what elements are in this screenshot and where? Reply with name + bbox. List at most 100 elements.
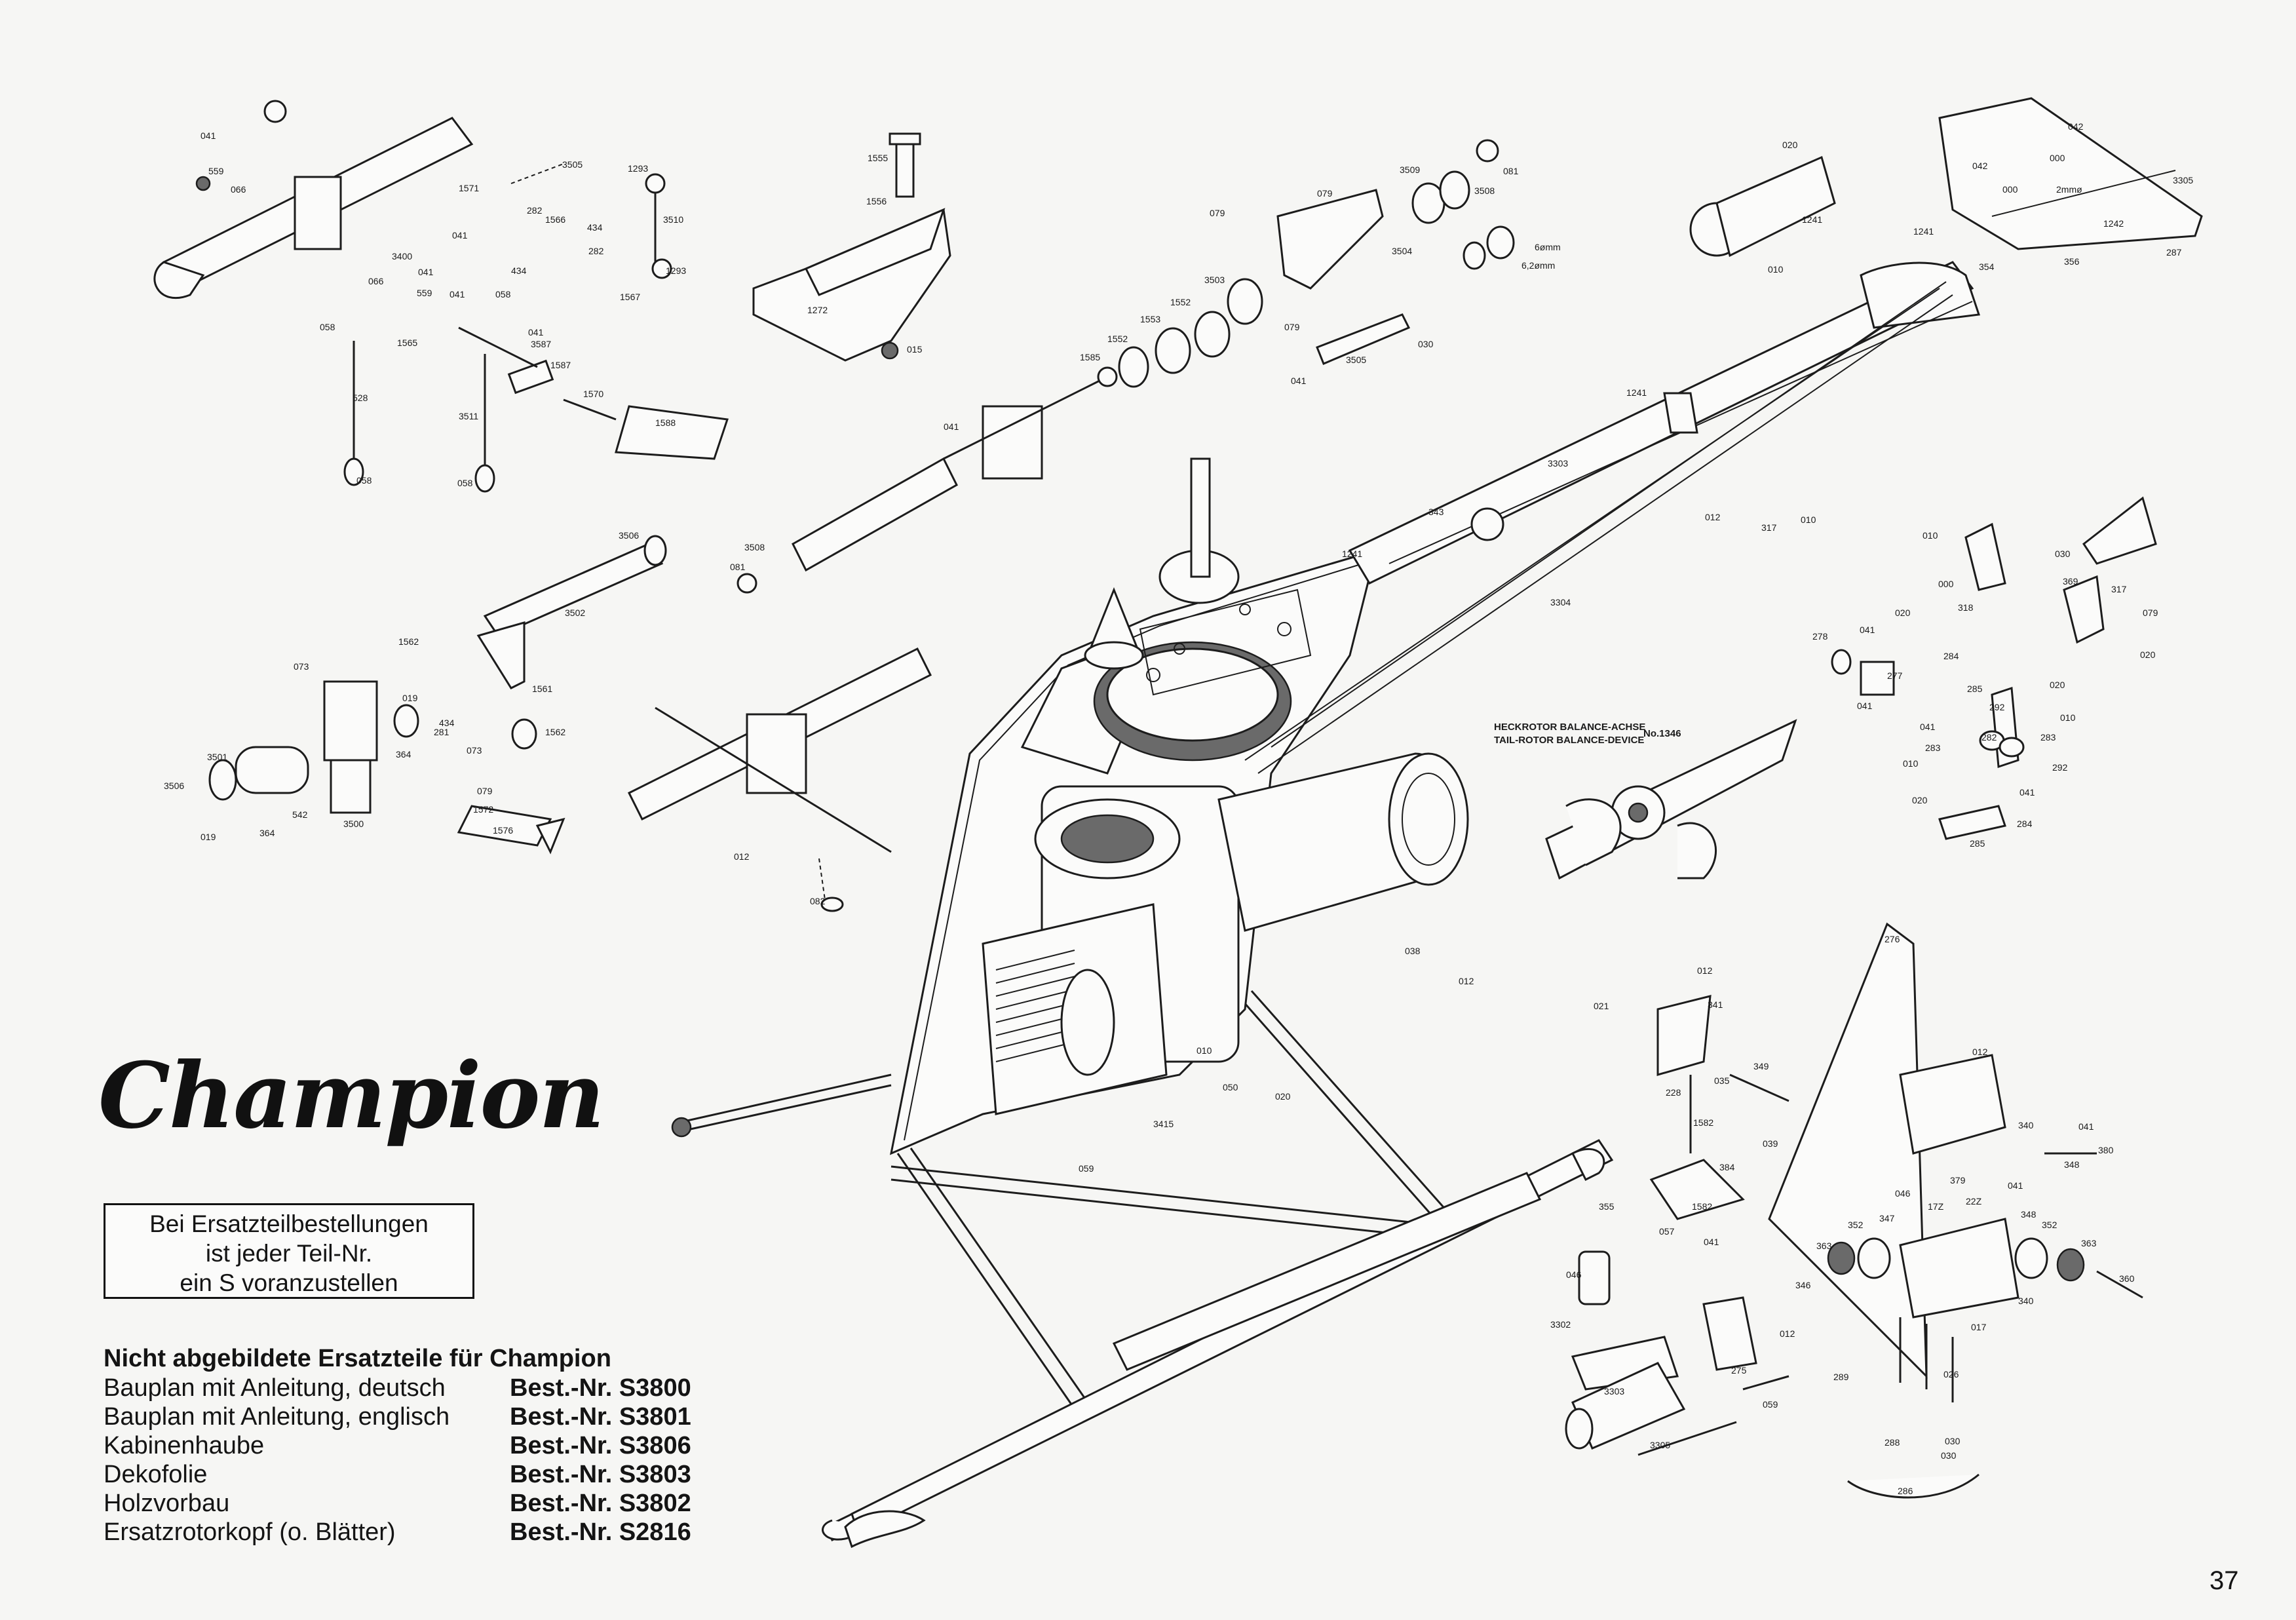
part-label: 010	[1768, 264, 1784, 275]
part-label: 081	[730, 562, 746, 572]
part-label: 019	[402, 693, 418, 703]
part-label: 041	[452, 230, 468, 241]
part-label: 1272	[807, 305, 828, 315]
part-label: 285	[1967, 684, 1983, 694]
part-label: 434	[511, 265, 527, 276]
part-label: 340	[2018, 1120, 2034, 1130]
part-label: 1556	[866, 196, 887, 206]
part-label: 287	[2166, 247, 2182, 258]
spare-part-name: Dekofolie	[104, 1461, 208, 1488]
part-label: 384	[1719, 1162, 1735, 1172]
spare-part-row: Kabinenhaube Best.-Nr. S3806	[104, 1431, 759, 1460]
part-label: 3505	[1346, 355, 1366, 365]
part-label: 041	[1291, 376, 1307, 386]
part-label: 030	[1941, 1450, 1957, 1461]
part-label: 079	[477, 786, 493, 796]
part-label: 012	[1697, 965, 1713, 976]
part-label: 026	[1943, 1369, 1959, 1379]
part-label: 041	[1860, 625, 1875, 635]
part-label: 528	[353, 393, 368, 403]
part-label: 038	[1405, 946, 1421, 956]
part-label: 1562	[398, 636, 419, 647]
part-label: 17Z	[1928, 1201, 1944, 1212]
spare-part-number: Best.-Nr. S3801	[510, 1403, 691, 1431]
part-label: 010	[1801, 514, 1816, 525]
spare-part-row: Ersatzrotorkopf (o. Blätter) Best.-Nr. S…	[104, 1518, 759, 1547]
part-label: 364	[396, 749, 411, 760]
part-label: 058	[320, 322, 335, 332]
part-label: 1572	[473, 804, 493, 815]
notice-line: ein S voranzustellen	[180, 1269, 398, 1296]
part-label: 284	[1943, 651, 1959, 661]
spare-part-row: Dekofolie Best.-Nr. S3803	[104, 1460, 759, 1489]
part-label: 360	[2119, 1273, 2135, 1284]
part-label: 276	[1885, 934, 1900, 944]
part-label: 356	[2064, 256, 2080, 267]
part-label: 3400	[392, 251, 412, 261]
part-label: 1570	[583, 389, 603, 399]
part-label: 1293	[666, 265, 686, 276]
part-label: 1566	[545, 214, 565, 225]
part-label: 1552	[1170, 297, 1191, 307]
part-label: 340	[2018, 1296, 2034, 1306]
part-label: 058	[356, 475, 372, 486]
part-label: 277	[1887, 670, 1903, 681]
part-label: 059	[1079, 1163, 1094, 1174]
notice-line: ist jeder Teil-Nr.	[205, 1240, 373, 1267]
part-label: 3303	[1604, 1386, 1624, 1397]
tail-fin	[1768, 922, 2143, 1499]
part-label: 363	[1816, 1241, 1832, 1251]
part-label: 1555	[868, 153, 888, 163]
part-label: 010	[1903, 758, 1919, 769]
part-label: 041	[418, 267, 434, 277]
part-label: 041	[201, 130, 216, 141]
part-label: 434	[587, 222, 603, 233]
part-label: 1242	[2103, 218, 2124, 229]
part-label: 559	[208, 166, 224, 176]
part-label: 275	[1731, 1365, 1747, 1376]
part-label: 285	[1970, 838, 1985, 849]
part-label: 041	[2008, 1180, 2023, 1191]
part-label: 349	[1753, 1061, 1769, 1071]
part-label: 030	[1945, 1436, 1961, 1446]
part-label: 283	[1925, 742, 1941, 753]
part-label: 046	[1566, 1269, 1582, 1280]
part-label: 559	[417, 288, 432, 298]
part-label: 1588	[655, 417, 676, 428]
part-label: 041	[1704, 1237, 1719, 1247]
part-label: 3503	[1204, 275, 1225, 285]
part-label: 3502	[565, 608, 585, 618]
part-label: 1576	[493, 825, 513, 836]
part-label: 286	[1898, 1486, 1913, 1496]
part-label: 079	[2143, 608, 2158, 618]
part-label: 046	[1895, 1188, 1911, 1199]
part-label: 1552	[1107, 334, 1128, 344]
part-label: 1567	[620, 292, 640, 302]
balance-device-illustration	[1545, 719, 1797, 880]
part-label: 081	[1503, 166, 1519, 176]
part-label: 021	[1594, 1001, 1609, 1011]
part-label: 3305	[1650, 1440, 1670, 1450]
part-label: 3587	[531, 339, 551, 349]
part-label: 343	[1428, 507, 1444, 517]
part-label: 058	[495, 289, 511, 299]
part-label: 1241	[1802, 214, 1822, 225]
part-label: 283	[2040, 732, 2056, 742]
part-label: 289	[1833, 1372, 1849, 1382]
part-label: 292	[1989, 702, 2005, 712]
part-label: 1571	[459, 183, 479, 193]
part-label: 1241	[1913, 226, 1934, 237]
part-label: 3510	[663, 214, 683, 225]
part-label: 3504	[1392, 246, 1412, 256]
part-label: 369	[2063, 576, 2078, 587]
part-number-labels: 0415590663400041066559058156552805815710…	[164, 121, 2193, 1496]
part-label: 380	[2098, 1145, 2114, 1155]
spare-part-name: Holzvorbau	[104, 1490, 230, 1517]
part-label: 3511	[459, 411, 478, 421]
spare-part-row: Holzvorbau Best.-Nr. S3802	[104, 1489, 759, 1518]
part-label: 041	[944, 421, 959, 432]
part-label: 041	[1920, 722, 1936, 732]
part-label: 010	[2060, 712, 2076, 723]
part-label: 012	[1972, 1047, 1988, 1057]
